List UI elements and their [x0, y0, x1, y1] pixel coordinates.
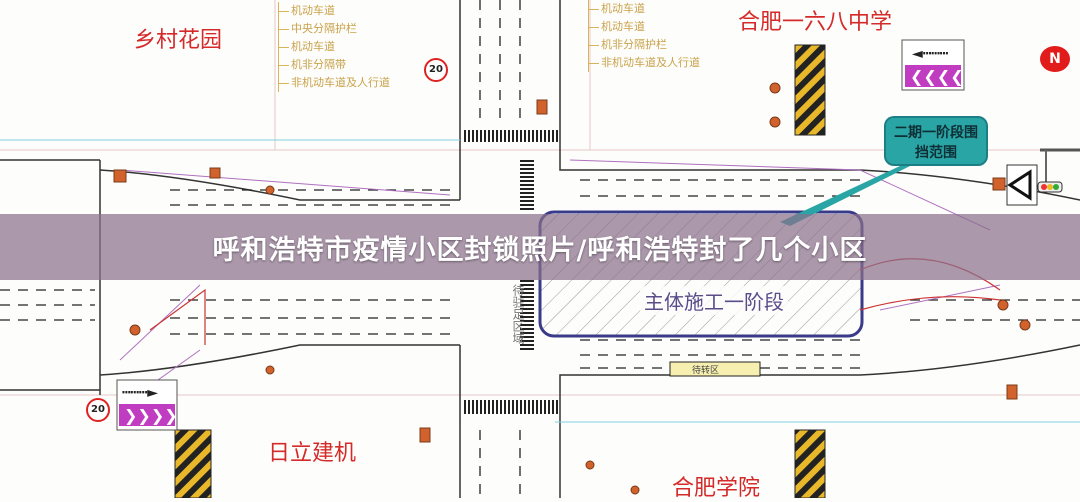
svg-text:┅┅┅►: ┅┅┅►	[122, 385, 158, 401]
page-title: 呼和浩特市疫情小区封锁照片/呼和浩特封了几个小区	[212, 235, 868, 266]
callout-line1: 二期一阶段围	[894, 125, 978, 141]
waiting-area	[669, 361, 761, 377]
legend-right: 机动车道 机动车道 机非分隔护栏 非机动车道及人行道	[588, 0, 700, 72]
barrier	[794, 429, 826, 498]
callout-pointer	[780, 166, 910, 226]
place-label-village-garden: 乡村花园	[134, 28, 223, 53]
compass-icon: N	[1040, 46, 1070, 72]
title-banner	[0, 214, 1080, 280]
traffic-signal	[1006, 148, 1080, 206]
left-zone-label: 待驻足区域	[511, 284, 525, 344]
arrow-sign-bottom: ❯❯❯❯ ┅┅┅►	[116, 379, 178, 431]
svg-text:❮❮❮❮: ❮❮❮❮	[910, 67, 964, 86]
waiting-area-label: 待转区	[692, 366, 720, 376]
callout-line2: 挡范围	[915, 145, 957, 161]
legend-item: 中央分隔护栏	[278, 20, 390, 38]
warning-lights	[113, 82, 1031, 495]
svg-text:◄┅┅┅: ◄┅┅┅	[912, 46, 948, 62]
barrier	[794, 44, 826, 136]
legend-item: 非机动车道及人行道	[588, 54, 700, 72]
svg-text:❯❯❯❯: ❯❯❯❯	[124, 406, 178, 425]
legend-left: 机动车道 中央分隔护栏 机动车道 机非分隔带 非机动车道及人行道	[278, 2, 390, 92]
legend-item: 机动车道	[588, 0, 700, 18]
legend-item: 机动车道	[278, 2, 390, 20]
place-label-hitachi: 日立建机	[268, 441, 357, 466]
speed-limit-sign: 20	[86, 398, 110, 422]
arrow-sign-top: ❮❮❮❮ ◄┅┅┅	[901, 39, 965, 91]
construction-zone-label: 主体施工一阶段	[640, 286, 788, 315]
crosswalks	[462, 130, 558, 414]
legend-item: 非机动车道及人行道	[278, 74, 390, 92]
legend-item: 机动车道	[588, 18, 700, 36]
place-label-hefei-university: 合肥学院	[672, 476, 761, 501]
legend-item: 机非分隔护栏	[588, 36, 700, 54]
barrier	[174, 429, 212, 498]
place-label-hefei-168-school: 合肥一六八中学	[738, 10, 893, 35]
callout-phase2-enclosure: 二期一阶段围 挡范围	[884, 116, 988, 166]
legend-item: 机动车道	[278, 38, 390, 56]
legend-item: 机非分隔带	[278, 56, 390, 74]
speed-limit-sign: 20	[424, 58, 448, 82]
